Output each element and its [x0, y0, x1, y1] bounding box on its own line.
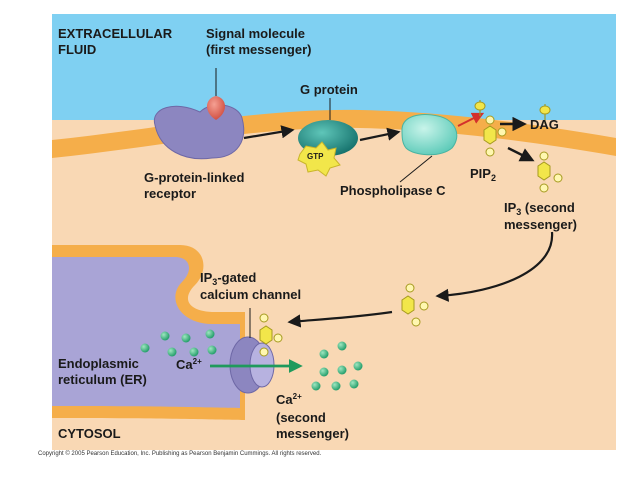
g-protein-linked-receptor — [153, 104, 245, 160]
er-label: Endoplasmic reticulum (ER) — [58, 356, 147, 387]
phospholipase-c-label: Phospholipase C — [340, 183, 446, 198]
ip3-diffusion-arrow — [435, 231, 554, 302]
ip3-molecule-middle — [401, 283, 429, 327]
dag-molecule — [539, 104, 551, 124]
ca-ion — [160, 331, 170, 341]
ip3-label: IP3 (second messenger) — [504, 200, 577, 232]
ca-ion — [337, 341, 347, 351]
copyright-notice: Copyright © 2005 Pearson Education, Inc.… — [38, 451, 322, 457]
extracellular-label: EXTRACELLULAR FLUID — [58, 26, 173, 57]
pip2-molecule — [474, 100, 507, 157]
gtp-badge — [297, 141, 341, 177]
pip2-label: PIP2 — [470, 166, 496, 183]
ca-ion — [205, 329, 215, 339]
cytosol-label: CYTOSOL — [58, 426, 121, 441]
er-lumen — [52, 257, 240, 408]
ca-ion — [337, 365, 347, 375]
ip3-to-channel-arrow — [287, 310, 393, 328]
signal-molecule — [206, 96, 226, 120]
ca-ion — [167, 347, 177, 357]
ca-ion — [349, 379, 359, 389]
g-protein-label: G protein — [300, 82, 358, 97]
phospholipase-c — [401, 114, 458, 156]
pip2-to-ip3-arrow — [507, 146, 535, 162]
ca-ion — [311, 381, 321, 391]
ip3-molecule-bound — [259, 313, 283, 357]
receptor-to-gprotein-arrow — [243, 125, 295, 140]
ca-ion — [353, 361, 363, 371]
calcium-ions-cytosol — [311, 341, 363, 391]
ip3-molecule-top — [537, 151, 563, 193]
ca-ion — [319, 349, 329, 359]
ca-ion — [181, 333, 191, 343]
plc-to-pip2-arrow — [457, 112, 485, 127]
signal-molecule-label: Signal molecule (first messenger) — [206, 26, 312, 57]
phospholipase-pointer — [399, 155, 433, 183]
gprotein-to-plc-arrow — [359, 127, 401, 142]
ca-ion — [331, 381, 341, 391]
ca-ion — [319, 367, 329, 377]
ca-ion — [140, 343, 150, 353]
gtp-label: GTP — [307, 152, 324, 161]
ca-ion — [207, 345, 217, 355]
channel-label: IP3-gated calcium channel — [200, 270, 302, 302]
ca-inside-label: Ca2+ — [176, 357, 202, 372]
dag-label: DAG — [530, 117, 559, 132]
ca-ion — [189, 347, 199, 357]
calcium-ions-er — [140, 329, 217, 357]
receptor-label: G-protein-linked receptor — [144, 170, 245, 201]
ca-second-messenger-label: Ca2+ (second messenger) — [276, 392, 349, 441]
